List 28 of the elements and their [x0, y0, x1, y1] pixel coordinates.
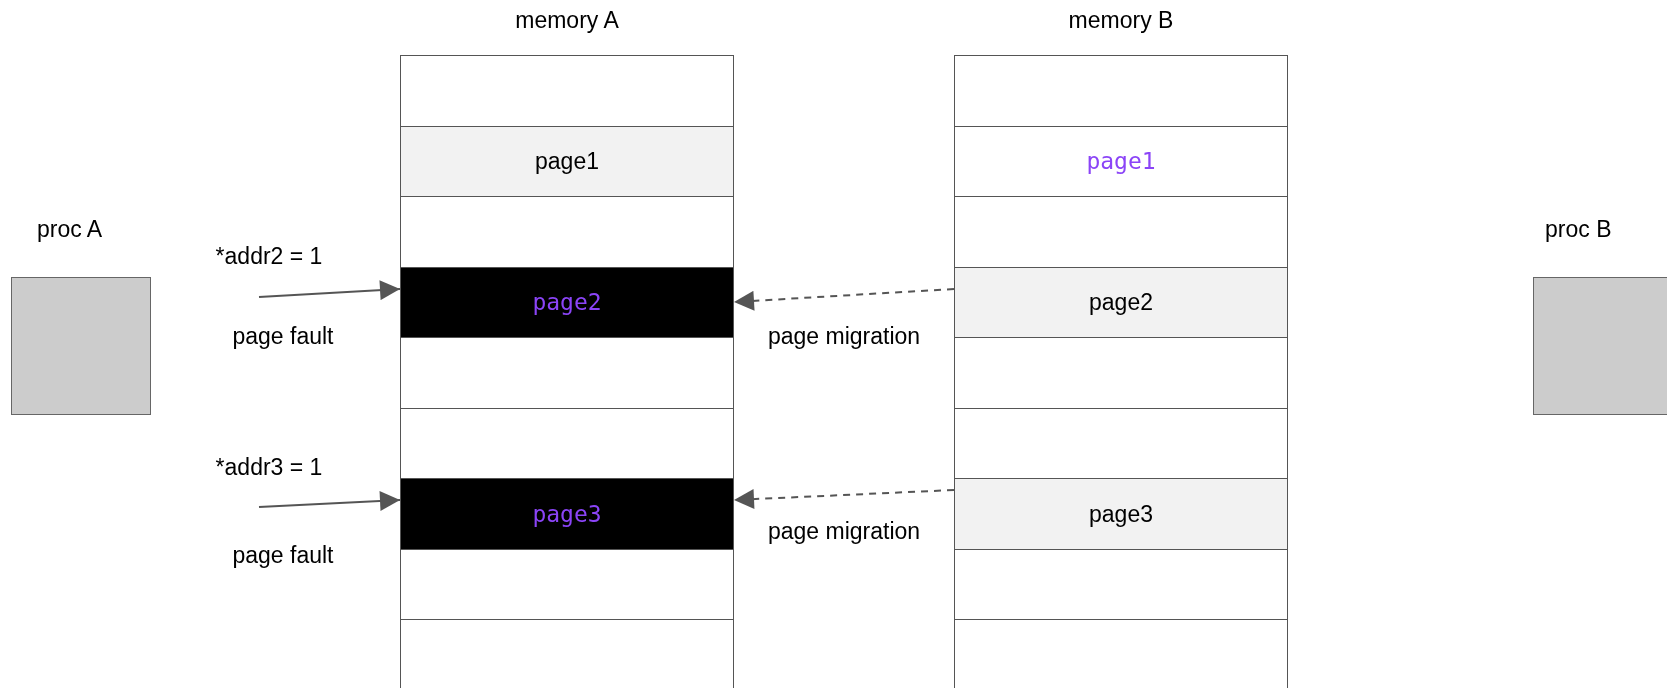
memory-page-cell: page3 — [400, 478, 734, 550]
empty-memory-cell — [954, 407, 1288, 479]
empty-memory-cell — [400, 337, 734, 409]
empty-memory-cell — [400, 55, 734, 127]
column-title: memory A — [514, 6, 620, 34]
memory-page-cell: page2 — [400, 266, 734, 338]
empty-memory-cell — [400, 619, 734, 688]
arrow — [258, 280, 401, 301]
column-title: memory B — [1067, 6, 1175, 34]
empty-memory-cell — [954, 55, 1288, 127]
memory-page-cell: page2 — [954, 266, 1288, 338]
empty-memory-cell — [400, 196, 734, 268]
memory-page-cell: page1 — [400, 125, 734, 197]
process-label: proc A — [37, 215, 103, 243]
memory-page-cell: page1 — [954, 125, 1288, 197]
empty-memory-cell — [954, 619, 1288, 688]
arrow — [258, 491, 401, 511]
note-label: page fault — [232, 541, 334, 569]
arrow — [733, 288, 955, 311]
empty-memory-cell — [954, 548, 1288, 620]
empty-memory-cell — [400, 548, 734, 620]
empty-memory-cell — [954, 196, 1288, 268]
arrow — [733, 489, 955, 510]
memory-page-cell: page3 — [954, 478, 1288, 550]
empty-memory-cell — [954, 337, 1288, 409]
note-label: page fault — [232, 322, 334, 350]
empty-memory-cell — [400, 407, 734, 479]
process-label: proc B — [1545, 215, 1612, 243]
